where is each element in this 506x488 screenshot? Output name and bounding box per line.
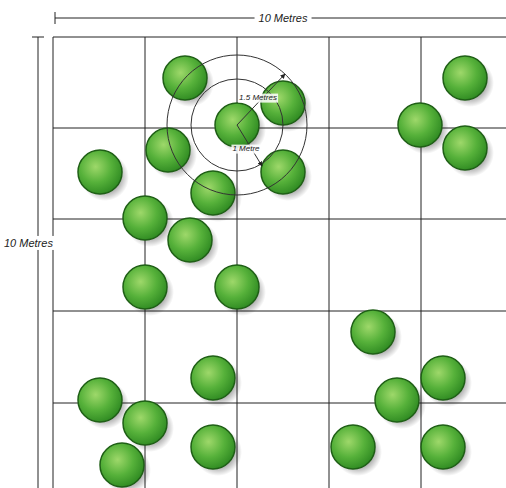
grid-line (53, 219, 506, 220)
tree-canopy (421, 356, 465, 400)
tree-canopy (78, 378, 122, 422)
tree-canopy (261, 150, 305, 194)
grid-line (329, 37, 330, 488)
tree-canopy (421, 425, 465, 469)
tree-canopy (398, 103, 442, 147)
radius-label: 1.5 Metres (238, 94, 278, 103)
tree-canopy (123, 401, 167, 445)
grid-line (53, 311, 506, 312)
tree-canopy (443, 126, 487, 170)
grid-line (53, 37, 506, 38)
grid-line (53, 37, 54, 488)
tree-canopy (168, 218, 212, 262)
tree-canopy (375, 378, 419, 422)
tree-canopy (123, 265, 167, 309)
tree-canopy (78, 150, 122, 194)
tree-canopy (100, 443, 144, 487)
radius-label: 1 Metre (231, 145, 260, 154)
tree-canopy (331, 425, 375, 469)
tree-canopy (215, 265, 259, 309)
tree-canopy (351, 310, 395, 354)
tree-canopy (123, 196, 167, 240)
tree-canopy (443, 56, 487, 100)
tree-canopy (191, 425, 235, 469)
dimension-label: 10 Metres (2, 236, 55, 250)
dimension-label: 10 Metres (255, 12, 312, 24)
tree-canopy (191, 171, 235, 215)
tree-canopy (191, 356, 235, 400)
